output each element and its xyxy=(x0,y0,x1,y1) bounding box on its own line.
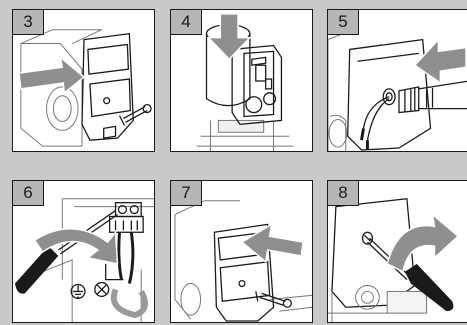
step-panel-7: 7 xyxy=(170,180,313,323)
step-number-4: 4 xyxy=(171,10,202,35)
screw-icon xyxy=(119,105,151,126)
arrow-icon xyxy=(415,40,466,83)
arrow-icon xyxy=(387,215,458,272)
step-number-8: 8 xyxy=(328,181,359,206)
step-panel-6: 6 xyxy=(12,180,155,323)
arrow-icon xyxy=(19,57,84,92)
step-panel-4: 4 xyxy=(170,9,313,152)
step-number-6: 6 xyxy=(13,181,44,206)
step-panel-3: 3 xyxy=(12,9,155,152)
step-number-5: 5 xyxy=(328,10,359,35)
step-number-3: 3 xyxy=(13,10,44,35)
step-number-7: 7 xyxy=(171,181,202,206)
ground-symbol-icon xyxy=(71,285,85,299)
step-panel-8: 8 xyxy=(327,180,467,323)
arrow-icon xyxy=(208,14,249,59)
step-panel-5: 5 xyxy=(327,9,467,152)
